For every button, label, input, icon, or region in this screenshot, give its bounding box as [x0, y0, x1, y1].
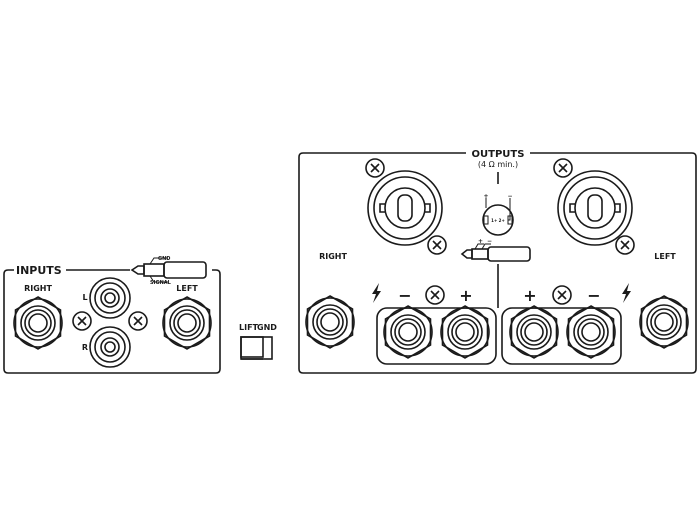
rca-r-input[interactable] — [89, 326, 131, 368]
input-left-jack[interactable] — [162, 296, 212, 350]
screw-icon — [425, 285, 445, 305]
output-right-plus-jack[interactable] — [440, 305, 490, 359]
jack-minus-label: − — [487, 238, 492, 245]
jack-plus-label: + — [478, 238, 483, 245]
screw-icon — [552, 285, 572, 305]
output-left-label: LEFT — [654, 252, 676, 261]
speakon-left-output[interactable] — [557, 170, 633, 246]
outputs-panel: OUTPUTS (4 Ω min.) + − 1+ 2+ + − RIGHT L… — [298, 149, 697, 374]
input-right-label: RIGHT — [24, 284, 52, 293]
lightning-icon — [622, 283, 631, 303]
screw-icon — [553, 158, 573, 178]
speakon-pins-label: 1+ 2+ — [491, 218, 505, 223]
gnd-label: GND — [257, 323, 277, 332]
output-right-label: RIGHT — [319, 252, 347, 261]
output-right-jack[interactable] — [305, 295, 355, 349]
output-jack-plug-illustration: + − — [460, 238, 531, 262]
lift-label: LIFT — [239, 323, 259, 332]
input-left-label: LEFT — [176, 284, 198, 293]
lightning-icon — [372, 283, 381, 303]
minus-sign: − — [587, 286, 600, 305]
outputs-subtitle: (4 Ω min.) — [478, 160, 518, 169]
output-left-minus-jack[interactable] — [566, 305, 616, 359]
inputs-title: INPUTS — [16, 264, 62, 277]
screw-icon — [427, 235, 447, 255]
input-right-jack[interactable] — [13, 296, 63, 350]
screw-icon — [72, 311, 92, 331]
rca-l-label: L — [82, 293, 87, 302]
ground-lift-switch[interactable]: LIFT GND — [239, 323, 277, 360]
screw-icon — [615, 235, 635, 255]
plus-sign: + — [459, 286, 472, 305]
speakon-minus-pin: − — [507, 193, 512, 200]
inputs-panel: INPUTS GND SIGNAL RIGHT LEFT L R — [3, 256, 221, 374]
speakon-right-output[interactable] — [367, 170, 443, 246]
jack-plug-illustration: GND SIGNAL — [130, 256, 207, 286]
rca-l-input[interactable] — [89, 277, 131, 319]
speakon-pinout-illustration: + − 1+ 2+ — [482, 193, 514, 236]
plus-sign: + — [523, 286, 536, 305]
minus-sign: − — [398, 286, 411, 305]
jack-signal-label: SIGNAL — [150, 280, 172, 286]
output-right-minus-jack[interactable] — [383, 305, 433, 359]
speakon-plus-pin: + — [483, 193, 488, 200]
jack-gnd-label: GND — [158, 256, 170, 262]
output-left-plus-jack[interactable] — [509, 305, 559, 359]
rca-r-label: R — [82, 343, 88, 352]
screw-icon — [128, 311, 148, 331]
outputs-title: OUTPUTS — [472, 149, 525, 160]
screw-icon — [365, 158, 385, 178]
output-left-jack[interactable] — [639, 295, 689, 349]
